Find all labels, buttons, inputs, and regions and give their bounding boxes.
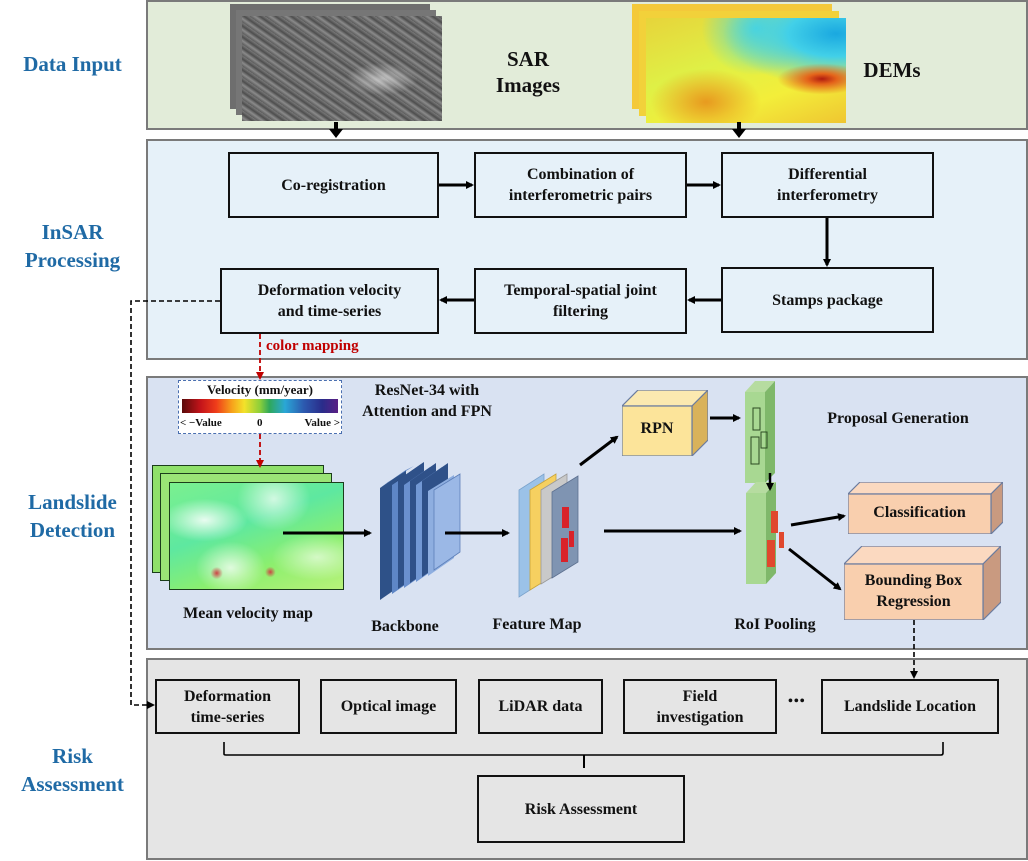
box-optical-image: Optical image xyxy=(320,679,457,734)
velocity-legend: Velocity (mm/year) < −Value 0 Value > xyxy=(178,380,342,434)
box-coregistration: Co-registration xyxy=(228,152,439,218)
backbone-label: Backbone xyxy=(371,618,439,635)
bbox-regression-cube: Bounding Box Regression xyxy=(842,544,1003,622)
roi-pooling-label: RoI Pooling xyxy=(734,616,816,633)
stage-label-line: Landslide xyxy=(28,490,117,514)
diagram-shape xyxy=(329,129,343,138)
rpn-cube-shape xyxy=(620,388,710,458)
stage-label-data-input: Data Input xyxy=(23,52,122,76)
box-label: Landslide Location xyxy=(843,698,977,715)
box-label-line: Deformation velocity xyxy=(257,282,402,299)
box-stamps-package: Stamps package xyxy=(721,267,934,333)
box-label-line: filtering xyxy=(552,303,609,320)
rpn-label: RPN xyxy=(640,420,674,437)
rpn-cube: RPN xyxy=(620,388,710,458)
box-label-line: Deformation xyxy=(183,687,272,705)
box-deformation-velocity: Deformation velocity and time-series xyxy=(220,268,439,334)
box-label-line: Temporal-spatial joint xyxy=(504,282,657,299)
box-label-line: investigation xyxy=(656,708,744,726)
network-title: ResNet-34 with Attention and FPN xyxy=(352,380,502,422)
box-label: Stamps package xyxy=(772,291,883,309)
box-label-line: interferometry xyxy=(777,187,878,204)
bbox-label-line: Bounding Box xyxy=(864,572,963,589)
box-label: Optical image xyxy=(340,698,437,715)
box-label: LiDAR data xyxy=(498,698,583,715)
dem-image-stack xyxy=(632,4,846,123)
diagram-shape xyxy=(732,129,746,138)
bbox-regression-label: Bounding Box Regression xyxy=(844,570,983,612)
box-field-investigation: Field investigation xyxy=(623,679,777,734)
box-lidar-data: LiDAR data xyxy=(478,679,603,734)
stage-label-line: Processing xyxy=(24,248,121,272)
panel-insar-processing xyxy=(146,139,1028,360)
classification-cube: Classification xyxy=(846,480,1005,536)
sar-label-line: SAR xyxy=(506,47,549,71)
classification-cube-shape xyxy=(846,480,1005,536)
bbox-label-line: Regression xyxy=(876,593,951,610)
legend-colorbar xyxy=(182,399,338,413)
stage-label-line: Assessment xyxy=(21,772,124,796)
bbox-regression-cube-shape xyxy=(842,544,1003,622)
box-combination-interferometric-pairs: Combination of interferometric pairs xyxy=(474,152,687,218)
box-temporal-spatial-filtering: Temporal-spatial joint filtering xyxy=(474,268,687,334)
stage-label-landslide-detection: Landslide Detection xyxy=(0,488,145,544)
sar-label-line: Images xyxy=(495,73,561,97)
velocity-map xyxy=(169,482,344,590)
stage-label-risk-assessment: Risk Assessment xyxy=(0,742,145,798)
box-risk-assessment: Risk Assessment xyxy=(477,775,685,843)
network-title-line: Attention and FPN xyxy=(362,403,492,420)
box-deformation-time-series: Deformation time-series xyxy=(155,679,300,734)
box-label-line: and time-series xyxy=(277,303,382,320)
feature-map-label: Feature Map xyxy=(492,616,582,633)
dems-label: DEMs xyxy=(863,58,921,82)
proposal-generation-label: Proposal Generation xyxy=(827,410,969,427)
box-label-line: Combination of xyxy=(526,166,635,183)
box-differential-interferometry: Differential interferometry xyxy=(721,152,934,218)
network-title-line: ResNet-34 with xyxy=(374,382,480,399)
box-label-line: time-series xyxy=(190,708,265,726)
ellipsis: ••• xyxy=(788,694,806,709)
dem-image xyxy=(646,18,846,123)
box-landslide-location: Landslide Location xyxy=(821,679,999,734)
legend-min-label: < −Value xyxy=(180,417,222,429)
stage-label-line: Risk xyxy=(52,744,93,768)
sar-image xyxy=(242,16,442,121)
box-label: Risk Assessment xyxy=(524,800,638,818)
classification-label: Classification xyxy=(873,504,966,521)
box-label-line: interferometric pairs xyxy=(508,187,653,204)
legend-title: Velocity (mm/year) xyxy=(206,382,313,397)
box-label: Co-registration xyxy=(281,176,386,194)
mean-velocity-map-stack xyxy=(152,465,344,591)
sar-image-stack xyxy=(230,4,442,122)
panel-risk-assessment xyxy=(146,658,1028,860)
sar-images-label: SAR Images xyxy=(478,46,578,98)
legend-max-label: Value > xyxy=(304,417,340,429)
box-label-line: Field xyxy=(682,687,718,705)
mean-velocity-map-label: Mean velocity map xyxy=(183,605,313,622)
color-mapping-label: color mapping xyxy=(266,338,359,354)
stage-label-insar-processing: InSAR Processing xyxy=(0,218,145,274)
stage-label-line: InSAR xyxy=(41,220,104,244)
legend-zero-label: 0 xyxy=(257,417,263,429)
stage-label-line: Detection xyxy=(29,518,116,542)
box-label-line: Differential xyxy=(788,166,867,183)
